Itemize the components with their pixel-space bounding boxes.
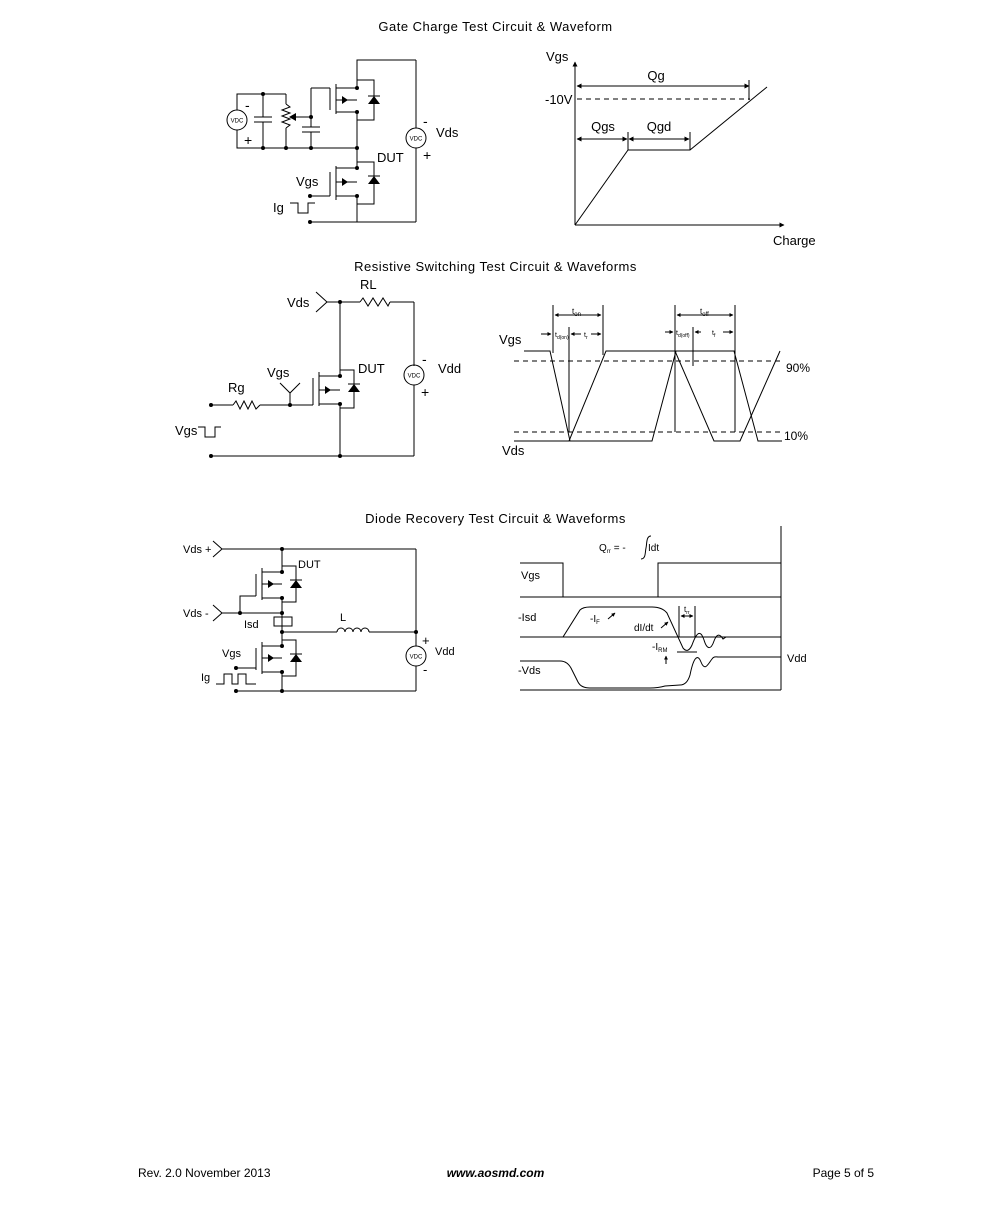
qrr-formula: Qrr= - <box>599 543 626 555</box>
tf-label: tf <box>712 330 716 339</box>
tdon-label: td(on) <box>555 332 569 341</box>
vdc-plus: + <box>244 132 252 148</box>
vds-trace <box>514 350 781 442</box>
ig-label: Ig <box>273 200 284 215</box>
gate-charge-waveform: Vgs Charge -10V Qg Qgs Qgd <box>545 49 816 248</box>
resistive-switching-title: Resistive Switching Test Circuit & Wavef… <box>354 259 637 274</box>
qgd-label: Qgd <box>647 119 672 134</box>
toff-label: toff <box>700 307 709 318</box>
charge-axis-label: Charge <box>773 233 816 248</box>
vds-minus-label: Vds - <box>183 608 209 620</box>
resistive-switching-circuit: Vds RL VDC - + Vdd DUT Rg <box>175 277 461 458</box>
inductor-label: L <box>340 612 346 624</box>
ton-label: ton <box>572 307 581 318</box>
isd-trace <box>520 606 727 651</box>
if-label: -IF <box>590 614 600 626</box>
isd-label: -Isd <box>518 612 536 624</box>
pct90-label: 90% <box>786 361 810 375</box>
dut-label: DUT <box>358 361 385 376</box>
vgs-trace <box>520 562 781 598</box>
dut-label: DUT <box>298 559 321 571</box>
trr-label: trr <box>684 605 690 616</box>
vgs-label: Vgs <box>222 648 241 660</box>
minus-10v-label: -10V <box>545 92 573 107</box>
vgs-label: Vgs <box>499 332 522 347</box>
vds-plus-label: Vds + <box>183 544 211 556</box>
rg-label: Rg <box>228 380 245 395</box>
rl-label: RL <box>360 277 377 292</box>
vds-minus: - <box>423 113 428 129</box>
vdd-label: Vdd <box>435 646 455 658</box>
vdd-label: Vdd <box>787 653 807 665</box>
vgs-axis-label: Vgs <box>546 49 569 64</box>
qgs-label: Qgs <box>591 119 615 134</box>
website-link[interactable]: www.aosmd.com <box>446 1166 545 1180</box>
idt-label: Idt <box>648 543 659 554</box>
vdd-plus: + <box>421 384 429 400</box>
diode-recovery-circuit: Vds + DUT Vds - Isd L VDC + <box>183 540 455 693</box>
vds-label: Vds <box>502 443 525 458</box>
tdoff-label: td(off) <box>676 330 690 339</box>
vds-label: Vds <box>436 125 459 140</box>
vdc-minus: - <box>245 97 250 113</box>
page-number: Page 5 of 5 <box>812 1166 874 1180</box>
tr-label: tr <box>584 332 588 341</box>
vgs-label: Vgs <box>296 174 319 189</box>
vdd-minus: - <box>422 351 427 367</box>
vgs-pulse-label: Vgs <box>175 423 198 438</box>
ig-label: Ig <box>201 672 210 684</box>
vdd-label: Vdd <box>438 361 461 376</box>
vdd-plus: + <box>422 633 430 648</box>
vds-label: Vds <box>287 295 310 310</box>
diode-recovery-waveform: Qrr= - Idt Vgs -Isd -IF dI/dt trr -IRM -… <box>518 526 807 691</box>
vgs-label: Vgs <box>267 365 290 380</box>
gate-charge-curve <box>574 86 768 226</box>
vds-label: -Vds <box>518 665 541 677</box>
pct10-label: 10% <box>784 429 808 443</box>
resistive-switching-waveform: Vgs Vds 90% 10% ton toff td(on) tr td(of… <box>499 305 810 458</box>
vdc-label: VDC <box>231 119 244 125</box>
vgs-label: Vgs <box>521 570 540 582</box>
qg-label: Qg <box>647 68 664 83</box>
didt-label: dI/dt <box>634 623 654 634</box>
diode-recovery-title: Diode Recovery Test Circuit & Waveforms <box>365 511 626 526</box>
vdc-label-right: VDC <box>410 137 423 143</box>
vgs-trace <box>524 350 782 442</box>
vds-trace <box>520 656 781 689</box>
vdd-minus: - <box>423 662 427 677</box>
gate-charge-circuit: VDC - + <box>226 59 459 224</box>
irm-label: -IRM <box>652 642 667 654</box>
vds-plus: + <box>423 147 431 163</box>
vdc-label: VDC <box>410 655 423 661</box>
gate-charge-title: Gate Charge Test Circuit & Waveform <box>378 19 613 34</box>
revision-date: Rev. 2.0 November 2013 <box>138 1166 271 1180</box>
vdc-label: VDC <box>408 374 421 380</box>
isd-label: Isd <box>244 619 259 631</box>
dut-label: DUT <box>377 150 404 165</box>
